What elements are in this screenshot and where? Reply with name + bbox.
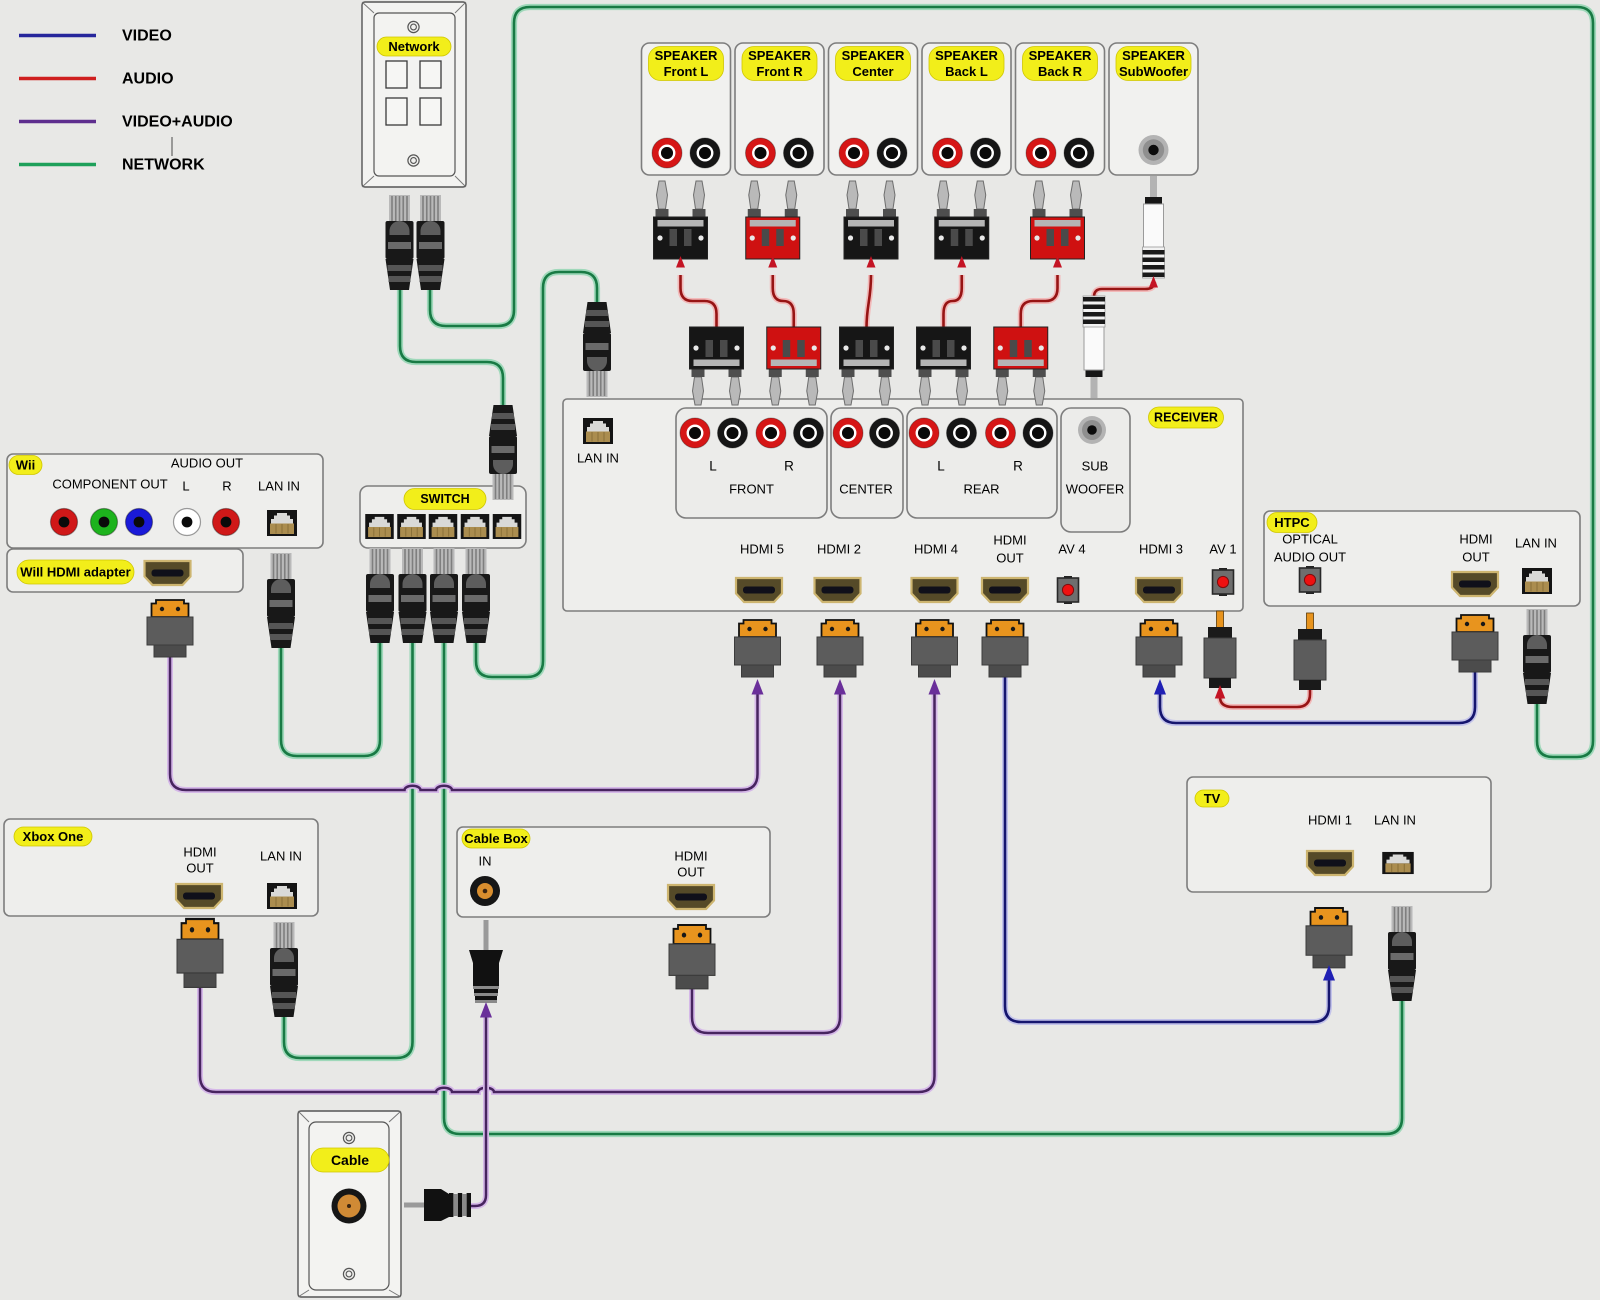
svg-text:LAN IN: LAN IN <box>1515 536 1557 551</box>
svg-text:OUT: OUT <box>1462 550 1490 565</box>
svg-text:HDMI: HDMI <box>1459 532 1492 547</box>
svg-text:FRONT: FRONT <box>729 482 774 497</box>
svg-text:HDMI 2: HDMI 2 <box>817 542 861 557</box>
svg-text:IN: IN <box>479 854 492 869</box>
svg-text:HDMI: HDMI <box>993 533 1026 548</box>
svg-text:SPEAKER: SPEAKER <box>1029 48 1092 63</box>
svg-text:LAN IN: LAN IN <box>1374 813 1416 828</box>
svg-text:AUDIO OUT: AUDIO OUT <box>171 456 243 471</box>
svg-text:OUT: OUT <box>677 865 705 880</box>
svg-text:Back R: Back R <box>1038 64 1083 79</box>
svg-text:Front L: Front L <box>664 64 709 79</box>
svg-text:Cable Box: Cable Box <box>464 831 528 846</box>
svg-text:CENTER: CENTER <box>839 482 892 497</box>
svg-text:Center: Center <box>852 64 893 79</box>
svg-text:VIDEO: VIDEO <box>122 28 172 45</box>
svg-text:HTPC: HTPC <box>1274 515 1310 530</box>
svg-text:AUDIO: AUDIO <box>122 71 174 88</box>
svg-text:Front R: Front R <box>756 64 803 79</box>
svg-text:HDMI 5: HDMI 5 <box>740 542 784 557</box>
svg-text:SPEAKER: SPEAKER <box>748 48 811 63</box>
svg-text:AV 1: AV 1 <box>1209 542 1236 557</box>
svg-text:HDMI: HDMI <box>674 849 707 864</box>
svg-text:OPTICAL: OPTICAL <box>1282 532 1338 547</box>
svg-text:OUT: OUT <box>996 551 1024 566</box>
svg-text:LAN IN: LAN IN <box>577 451 619 466</box>
svg-text:OUT: OUT <box>186 861 214 876</box>
svg-text:REAR: REAR <box>963 482 999 497</box>
svg-text:NETWORK: NETWORK <box>122 157 205 174</box>
svg-text:R: R <box>1013 459 1023 474</box>
svg-text:AUDIO OUT: AUDIO OUT <box>1274 550 1346 565</box>
svg-text:L: L <box>182 479 189 494</box>
svg-text:LAN IN: LAN IN <box>260 849 302 864</box>
svg-text:R: R <box>222 479 231 494</box>
svg-text:SWITCH: SWITCH <box>420 492 469 506</box>
svg-text:HDMI 3: HDMI 3 <box>1139 542 1183 557</box>
svg-text:VIDEO+AUDIO: VIDEO+AUDIO <box>122 114 233 131</box>
svg-text:L: L <box>937 459 945 474</box>
svg-text:SPEAKER: SPEAKER <box>935 48 998 63</box>
svg-text:Back L: Back L <box>945 64 988 79</box>
svg-text:COMPONENT OUT: COMPONENT OUT <box>52 477 167 492</box>
svg-text:AV 4: AV 4 <box>1058 542 1085 557</box>
svg-text:Cable: Cable <box>331 1152 369 1168</box>
svg-text:R: R <box>784 459 794 474</box>
svg-text:WOOFER: WOOFER <box>1066 482 1125 497</box>
svg-text:LAN IN: LAN IN <box>258 479 300 494</box>
svg-text:TV: TV <box>1204 791 1221 806</box>
svg-text:WiIl HDMI adapter: WiIl HDMI adapter <box>20 565 130 580</box>
svg-text:SUB: SUB <box>1082 459 1109 474</box>
svg-text:HDMI 1: HDMI 1 <box>1308 813 1352 828</box>
svg-text:SPEAKER: SPEAKER <box>1122 48 1185 63</box>
svg-text:SubWoofer: SubWoofer <box>1119 64 1188 79</box>
svg-text:SPEAKER: SPEAKER <box>655 48 718 63</box>
svg-text:Wii: Wii <box>16 458 35 473</box>
svg-text:Xbox One: Xbox One <box>23 829 84 844</box>
svg-text:SPEAKER: SPEAKER <box>842 48 905 63</box>
svg-text:L: L <box>709 459 717 474</box>
svg-text:HDMI 4: HDMI 4 <box>914 542 958 557</box>
svg-text:HDMI: HDMI <box>183 845 216 860</box>
svg-text:RECEIVER: RECEIVER <box>1154 411 1218 425</box>
svg-text:Network: Network <box>388 39 440 54</box>
